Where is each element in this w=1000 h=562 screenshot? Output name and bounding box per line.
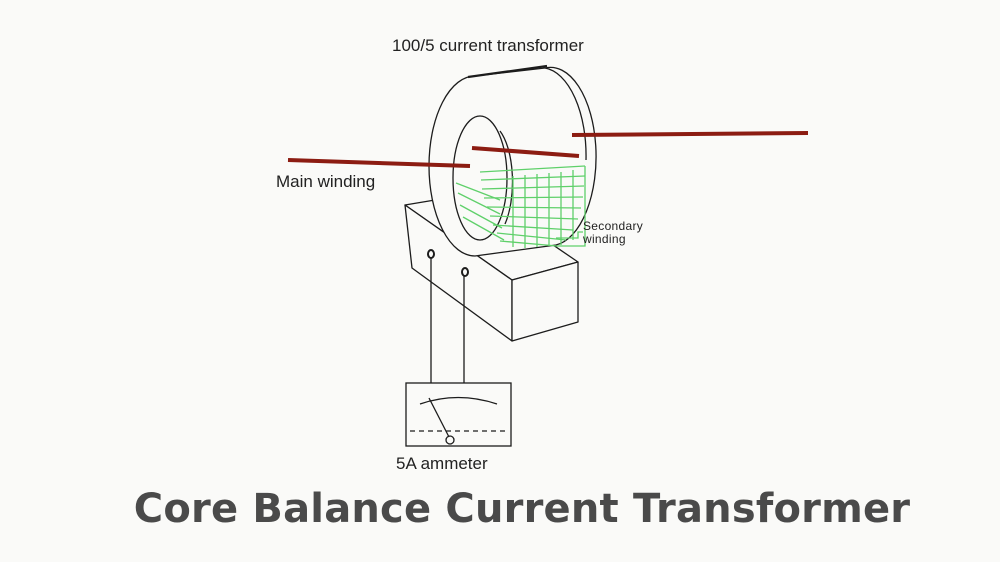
core-hole-depth (499, 130, 514, 225)
conductor-right (571, 131, 809, 137)
main-winding-label: Main winding (276, 172, 375, 191)
terminal-left (427, 249, 435, 259)
conductor-left (287, 158, 471, 168)
secondary-winding-label-line1: Secondary (583, 219, 643, 233)
transformer-label: 100/5 current transformer (392, 36, 584, 55)
ammeter-scale (419, 396, 498, 405)
conductor-through-core (471, 146, 580, 158)
ammeter-needle (428, 397, 450, 438)
core-hole (452, 115, 508, 241)
ammeter-label: 5A ammeter (396, 454, 488, 473)
secondary-winding (455, 165, 586, 248)
terminal-right (461, 267, 469, 277)
ammeter-body (405, 382, 512, 447)
ammeter-pivot (445, 435, 455, 445)
core-back-rim (544, 67, 587, 161)
main-conductor (287, 131, 809, 168)
ammeter (405, 382, 512, 447)
block-side-face (511, 261, 579, 342)
secondary-leader (556, 231, 583, 239)
caption-title: Core Balance Current Transformer (133, 486, 911, 532)
secondary-winding-label-line2: winding (582, 232, 626, 246)
lead-wires (427, 249, 469, 383)
core-top-edge (467, 64, 548, 79)
